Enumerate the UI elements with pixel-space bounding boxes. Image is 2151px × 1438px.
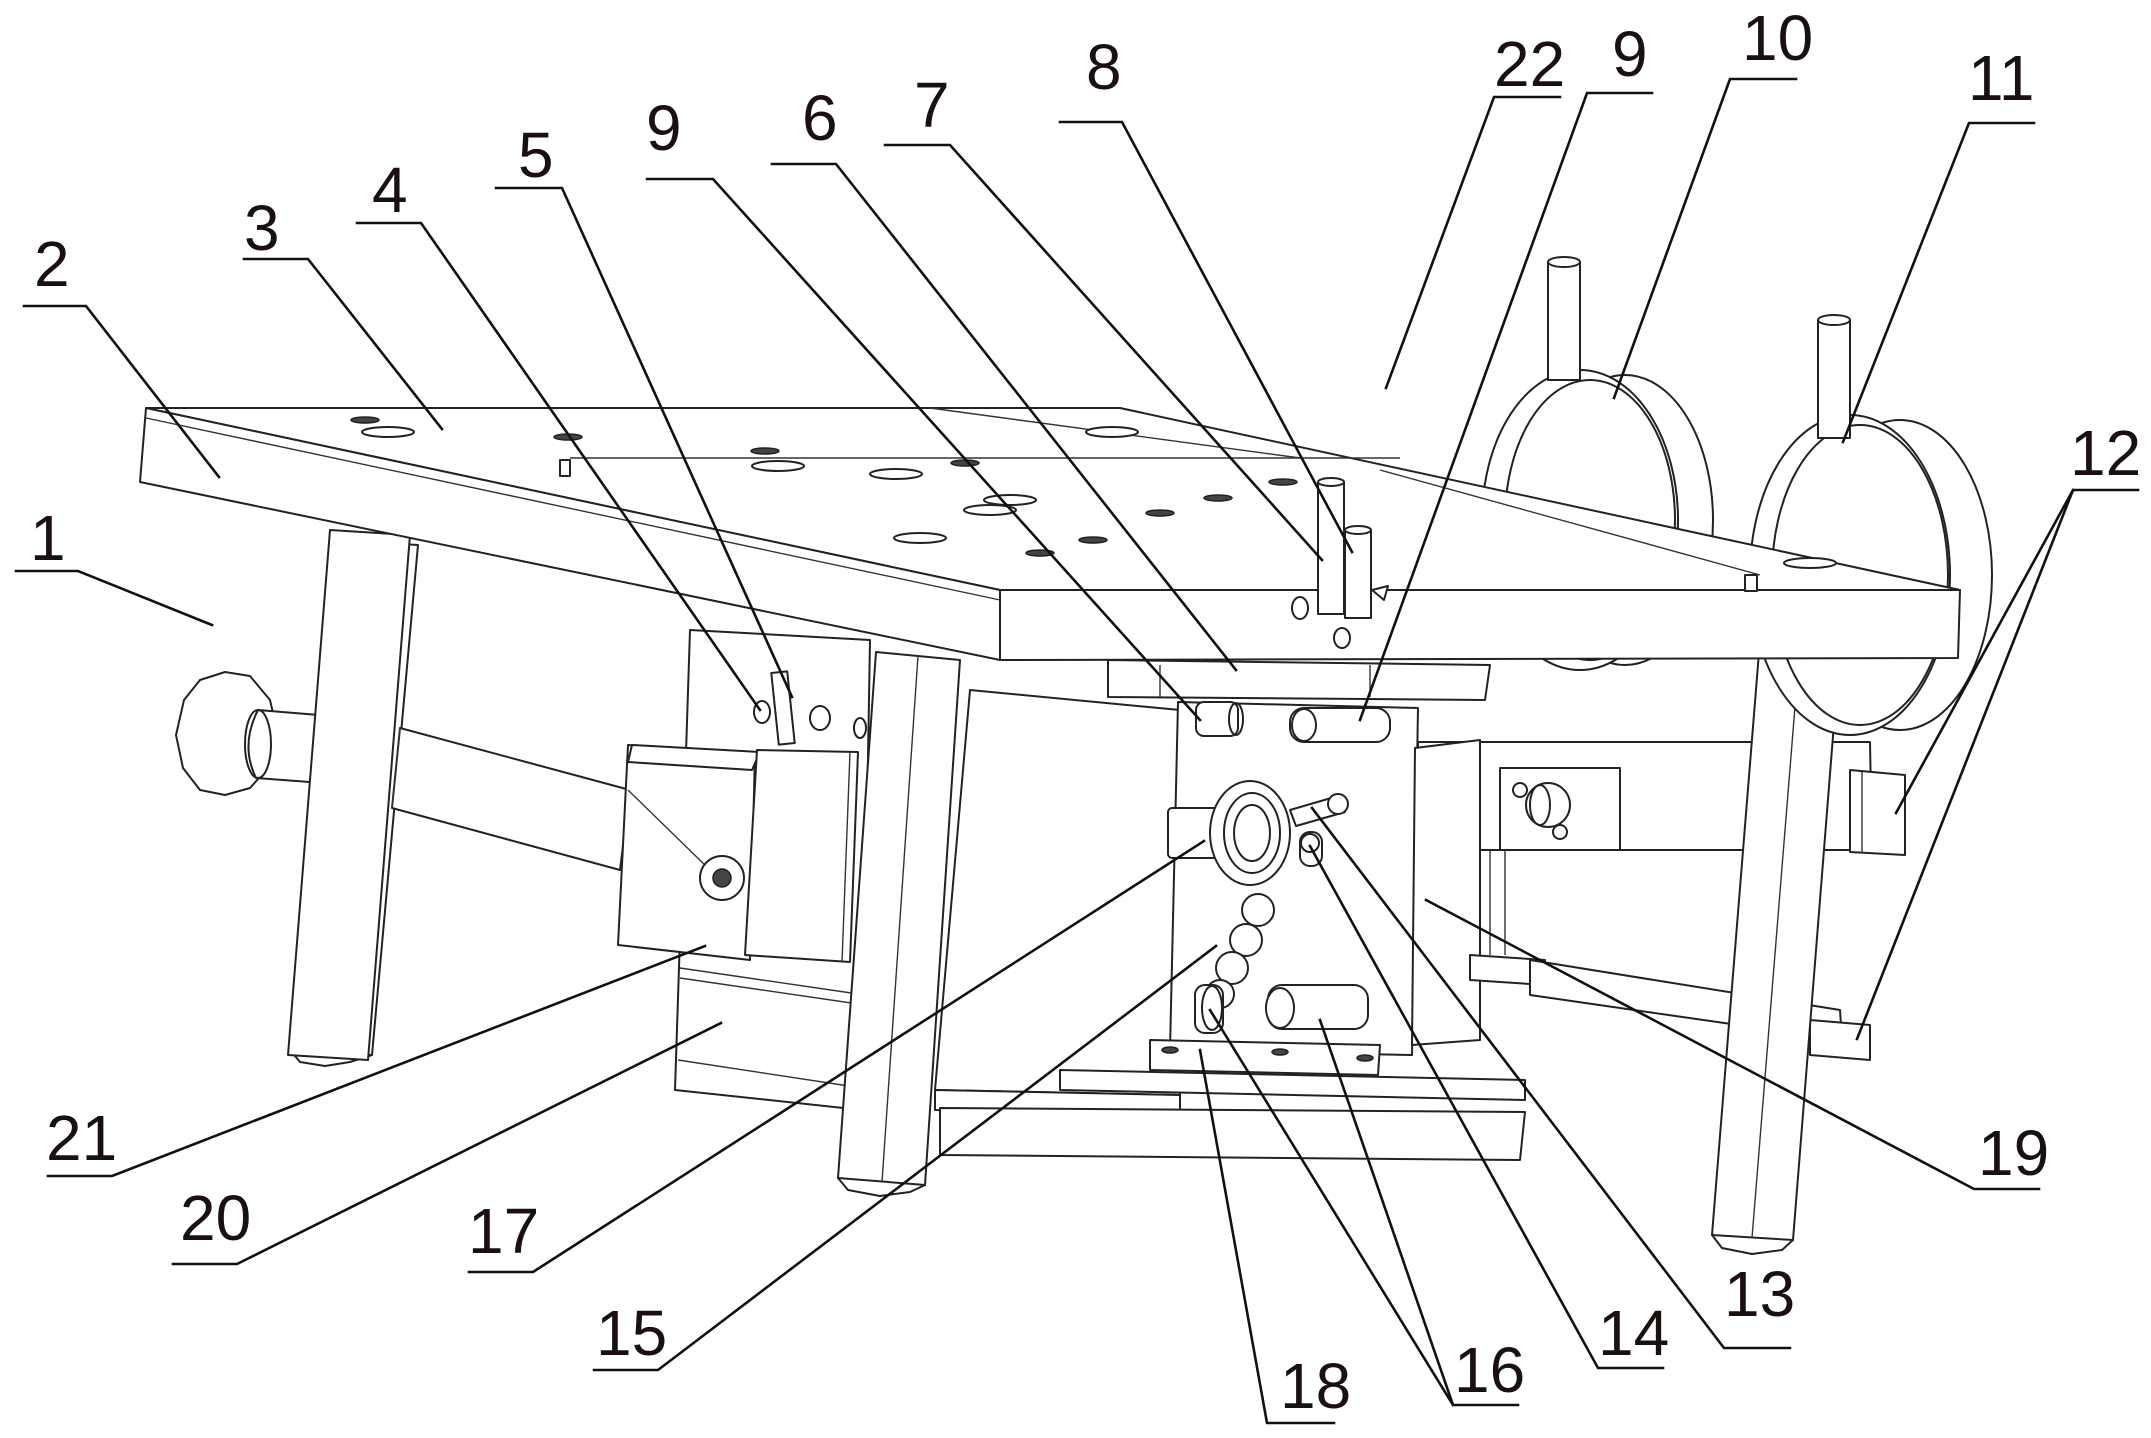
- callout-22: 22: [1384, 28, 1565, 390]
- callout-label: 18: [1280, 1350, 1351, 1422]
- callout-9-left: 9: [645, 92, 1202, 722]
- callout-label: 13: [1724, 1258, 1795, 1330]
- callout-label: 10: [1742, 2, 1813, 74]
- callout-label: 12: [2070, 417, 2141, 489]
- callout-label: 14: [1598, 1297, 1669, 1369]
- slide-bar: [391, 727, 631, 871]
- callout-label: 11: [1968, 42, 2034, 114]
- callout-label: 15: [596, 1297, 667, 1369]
- callout-2: 2: [22, 228, 221, 479]
- callout-13: 13: [1310, 806, 1795, 1350]
- callout-11: 11: [1841, 42, 2036, 444]
- callout-label: 1: [30, 502, 66, 574]
- callout-19: 19: [1424, 898, 2049, 1191]
- top-plate: [139, 407, 1961, 661]
- callout-20: 20: [171, 1021, 723, 1266]
- callout-6: 6: [770, 82, 1238, 672]
- leg-front-center: [837, 651, 961, 1197]
- callout-9-right: 9: [1358, 18, 1654, 722]
- callout-label: 8: [1086, 31, 1122, 103]
- callout-label: 22: [1494, 28, 1565, 100]
- side-housing: [1411, 739, 1906, 1061]
- callout-4: 4: [355, 154, 762, 712]
- callout-label: 7: [914, 69, 950, 141]
- callout-14: 14: [1308, 844, 1669, 1370]
- callout-label: 16: [1454, 1334, 1525, 1406]
- callout-16: 16: [1208, 1008, 1525, 1407]
- callout-17: 17: [467, 839, 1206, 1274]
- callout-8: 8: [1058, 31, 1354, 554]
- wire-reel-2: [1749, 314, 1993, 736]
- callout-label: 19: [1978, 1117, 2049, 1189]
- callout-1: 1: [14, 502, 214, 627]
- callout-label: 4: [372, 154, 408, 226]
- callout-15: 15: [592, 944, 1218, 1372]
- callout-label: 6: [802, 82, 838, 154]
- center-housing: [934, 689, 1526, 1161]
- callout-18: 18: [1198, 1048, 1351, 1425]
- callout-label: 5: [518, 119, 554, 191]
- callout-5: 5: [494, 119, 794, 699]
- vertical-posts: [1291, 477, 1389, 649]
- callout-3: 3: [242, 192, 444, 431]
- slide-block-assembly: [617, 629, 871, 1111]
- machine: [139, 256, 1993, 1255]
- callout-label: 9: [1612, 18, 1648, 90]
- callout-21: 21: [46, 944, 707, 1178]
- callout-label: 3: [244, 192, 280, 264]
- callout-label: 17: [468, 1195, 539, 1267]
- mechanism-frame: [1107, 659, 1491, 1076]
- callout-label: 2: [34, 228, 70, 300]
- callouts: 1 2 3 4 5 9 6 7: [14, 2, 2141, 1425]
- callout-12: 12: [1855, 417, 2141, 1041]
- callout-10: 10: [1612, 2, 1813, 400]
- callout-7: 7: [883, 69, 1324, 562]
- callout-label: 20: [180, 1182, 251, 1254]
- callout-label: 21: [46, 1102, 117, 1174]
- callout-label: 9: [646, 92, 682, 164]
- leg-front-right: [1711, 639, 1841, 1255]
